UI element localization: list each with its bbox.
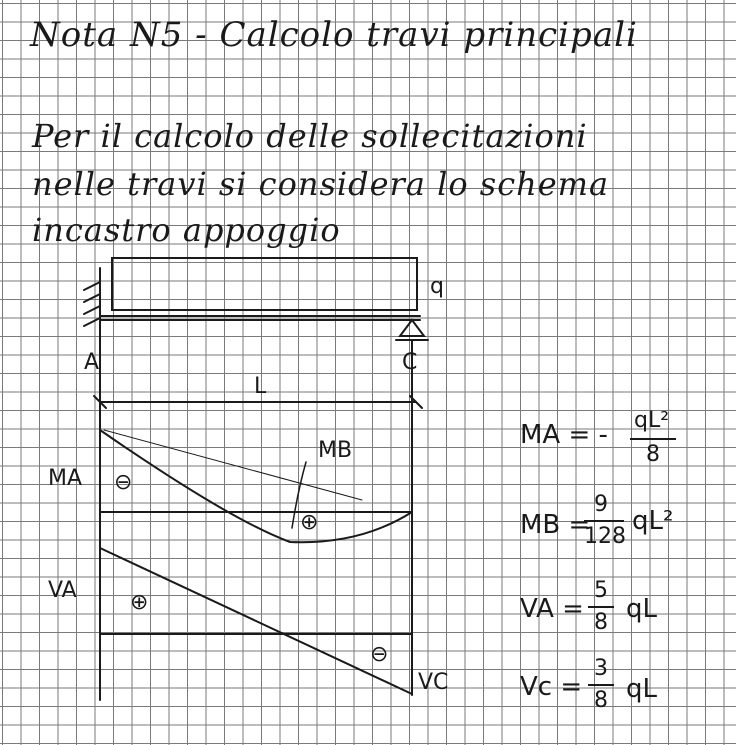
negative-moment-sign: ⊖: [114, 470, 133, 495]
formula-ma-numerator: qL²: [634, 408, 670, 433]
support-a-label: A: [84, 350, 100, 375]
distributed-load: [111, 257, 418, 311]
positive-moment-sign: ⊕: [300, 510, 319, 535]
moment-b-label: MB: [318, 438, 353, 463]
paragraph-line-1: Per il calcolo delle sollecitazioni: [32, 117, 588, 155]
formula-ma-bar: [630, 438, 676, 440]
formula-vc-tail: qL: [626, 674, 657, 704]
formula-ma-lhs: MA = -: [520, 420, 608, 450]
span-label: L: [254, 374, 267, 399]
paragraph-line-3: incastro appoggio: [32, 211, 341, 249]
formula-va-bar: [588, 606, 614, 608]
shear-line: [99, 547, 413, 695]
pinned-support: [398, 318, 426, 337]
formula-mb-bar: [584, 520, 624, 522]
shear-c-label: VC: [418, 670, 449, 695]
formula-vc-denominator: 8: [594, 688, 608, 713]
formula-vc-numerator: 3: [594, 656, 608, 681]
paragraph-line-2: nelle travi si considera lo schema: [32, 165, 610, 203]
moment-curve: [99, 429, 413, 544]
formula-va-tail: qL: [626, 594, 657, 624]
positive-shear-sign: ⊕: [130, 590, 149, 615]
formula-vc-bar: [588, 684, 614, 686]
moment-a-label: MA: [48, 466, 83, 491]
formula-mb-lhs: MB =: [520, 510, 591, 540]
shear-a-label: VA: [48, 578, 77, 603]
load-label: q: [430, 274, 444, 299]
negative-shear-sign: ⊖: [370, 642, 389, 667]
formula-va-denominator: 8: [594, 610, 608, 635]
note-title: Nota N5 - Calcolo travi principali: [30, 15, 638, 55]
support-c-label: C: [402, 350, 418, 375]
formula-mb-denominator: 128: [584, 524, 626, 549]
formula-mb-numerator: 9: [594, 492, 608, 517]
formula-mb-tail: qL²: [632, 506, 674, 536]
formula-va-lhs: VA =: [520, 594, 584, 624]
formula-vc-lhs: Vc =: [520, 672, 583, 702]
formula-ma-denominator: 8: [646, 442, 660, 467]
formula-va-numerator: 5: [594, 578, 608, 603]
